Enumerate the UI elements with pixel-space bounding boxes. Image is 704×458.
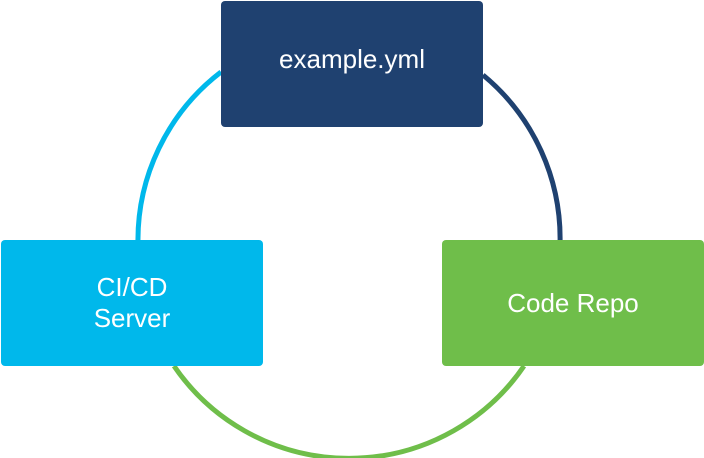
arc-example-yml-to-code-repo <box>481 73 563 246</box>
arc-code-repo-to-ci-cd-server <box>171 364 527 458</box>
ci-cd-server-box: CI/CD Server <box>1 240 263 366</box>
example-yml-label: example.yml <box>279 43 425 74</box>
arc-ci-cd-server-to-example-yml <box>135 70 223 246</box>
example-yml-box: example.yml <box>221 1 483 127</box>
code-repo-box: Code Repo <box>442 240 704 366</box>
ci-cd-server-label: CI/CD Server <box>93 272 171 333</box>
code-repo-label: Code Repo <box>507 287 639 318</box>
